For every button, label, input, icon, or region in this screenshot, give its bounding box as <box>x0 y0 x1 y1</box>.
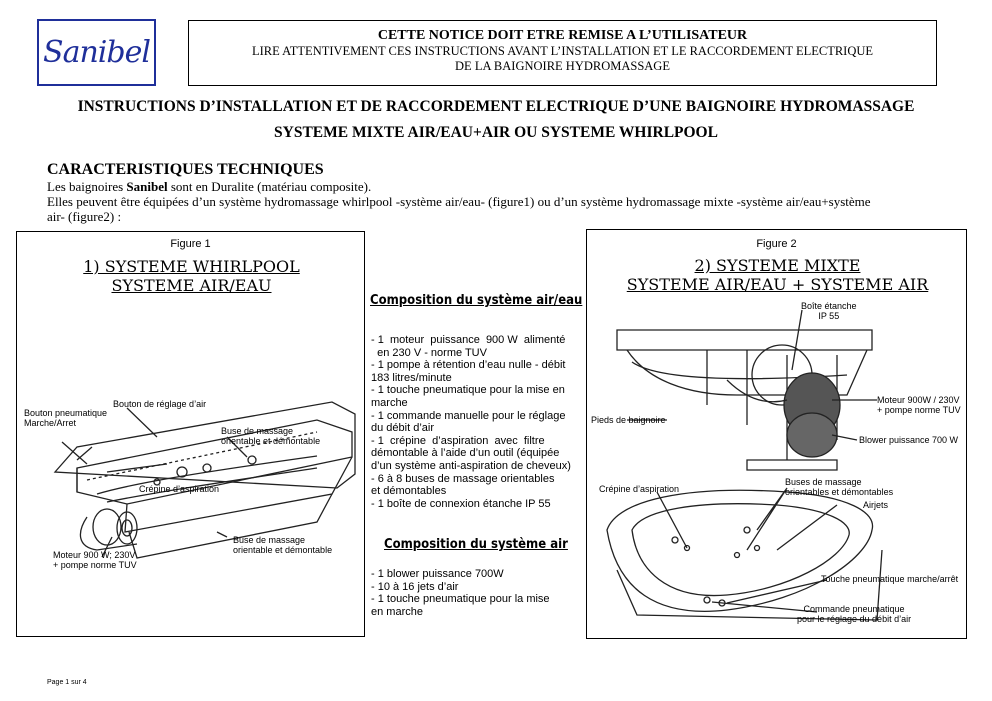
list-item: - 10 à 16 jets d’air <box>371 580 459 593</box>
figure-1: Figure 1 1) SYSTEME WHIRLPOOL SYSTEME AI… <box>16 231 365 637</box>
list-item: démontable à l’aide d’un outil (équipée <box>371 447 560 460</box>
f2-pieds-callout: Pieds de baignoire <box>591 415 666 425</box>
list-item: 183 litres/minute <box>371 371 452 384</box>
notice-header: CETTE NOTICE DOIT ETRE REMISE A L’UTILIS… <box>188 20 937 86</box>
f2-airjets-callout: Airjets <box>863 500 889 510</box>
paragraph-1: Les baignoires Sanibel sont en Duralite … <box>47 179 372 194</box>
composition-air-list: - 1 blower puissance 700W - 10 à 16 jets… <box>371 568 550 618</box>
f2-touche-callout: Touche pneumatique marche/arrêt <box>821 574 959 584</box>
logo-text: Sanibel <box>43 35 151 70</box>
composition-air-eau-list: - 1 moteur puissance 900 W alimenté en 2… <box>371 334 571 510</box>
doc-title-line2: SYSTEME MIXTE AIR/EAU+AIR OU SYSTEME WHI… <box>274 124 718 141</box>
page-number: Page 1 sur 4 <box>47 679 87 686</box>
figure-2: Figure 2 2) SYSTEME MIXTE SYSTEME AIR/EA… <box>586 229 967 639</box>
paragraph-2-line1: Elles peuvent être équipées d’un système… <box>47 194 871 209</box>
header-line3: DE LA BAIGNOIRE HYDROMASSAGE <box>455 59 670 73</box>
whirlpool-bathtub-drawing <box>53 401 356 559</box>
list-item: marche <box>371 396 408 409</box>
list-item: - 6 à 8 buses de massage orientables <box>371 472 555 485</box>
list-item: en 230 V - norme TUV <box>371 346 487 359</box>
f2-crepine-callout: Crépine d’aspiration <box>599 484 680 494</box>
composition-air-heading: Composition du système air <box>384 537 568 552</box>
f2-blower-callout: Blower puissance 700 W <box>859 435 959 445</box>
mixte-bathtub-drawing <box>606 309 883 621</box>
list-item: d’un système anti-aspiration de cheveux) <box>371 459 571 472</box>
composition-air-eau-heading: Composition du système air/eau <box>370 293 583 308</box>
figure-2-title-line2: SYSTEME AIR/EAU + SYSTEME AIR <box>626 275 929 294</box>
header-line1: CETTE NOTICE DOIT ETRE REMISE A L’UTILIS… <box>377 28 748 43</box>
figure-2-label: Figure 2 <box>756 238 797 250</box>
paragraph-2-line2: air- (figure2) : <box>47 209 122 224</box>
figure-1-label: Figure 1 <box>170 238 211 250</box>
list-item: - 1 touche pneumatique pour la mise <box>371 593 550 606</box>
list-item: - 1 moteur puissance 900 W alimenté <box>371 334 566 346</box>
f1-crepine-callout: Crépine d’aspiration <box>139 484 220 494</box>
list-item: et démontables <box>371 485 447 498</box>
list-item: - 1 crépine d’aspiration avec filtre <box>371 434 545 447</box>
f1-moteur-callout: Moteur 900 W; 230V+ pompe norme TUV <box>53 550 137 570</box>
doc-title-line1: INSTRUCTIONS D’INSTALLATION ET DE RACCOR… <box>77 98 915 115</box>
list-item: - 1 pompe à rétention d’eau nulle - débi… <box>371 359 566 372</box>
list-item: en marche <box>371 605 423 618</box>
list-item: - 1 touche pneumatique pour la mise en <box>371 384 565 397</box>
list-item: du débit d’air <box>371 422 434 435</box>
list-item: - 1 boîte de connexion étanche IP 55 <box>371 497 551 510</box>
section-heading: CARACTERISTIQUES TECHNIQUES <box>47 161 324 178</box>
list-item: - 1 blower puissance 700W <box>371 568 504 580</box>
figure-1-title-line1: 1) SYSTEME WHIRLPOOL <box>83 257 300 276</box>
sanibel-logo: Sanibel <box>37 19 156 86</box>
figure-1-title-line2: SYSTEME AIR/EAU <box>111 276 272 295</box>
f2-moteur-callout: Moteur 900W / 230V+ pompe norme TUV <box>877 395 961 415</box>
header-line2: LIRE ATTENTIVEMENT CES INSTRUCTIONS AVAN… <box>251 44 874 58</box>
figure-2-title-line1: 2) SYSTEME MIXTE <box>694 256 861 275</box>
f1-reglage-callout: Bouton de réglage d’air <box>113 399 207 409</box>
list-item: - 1 commande manuelle pour le réglage <box>371 409 566 422</box>
